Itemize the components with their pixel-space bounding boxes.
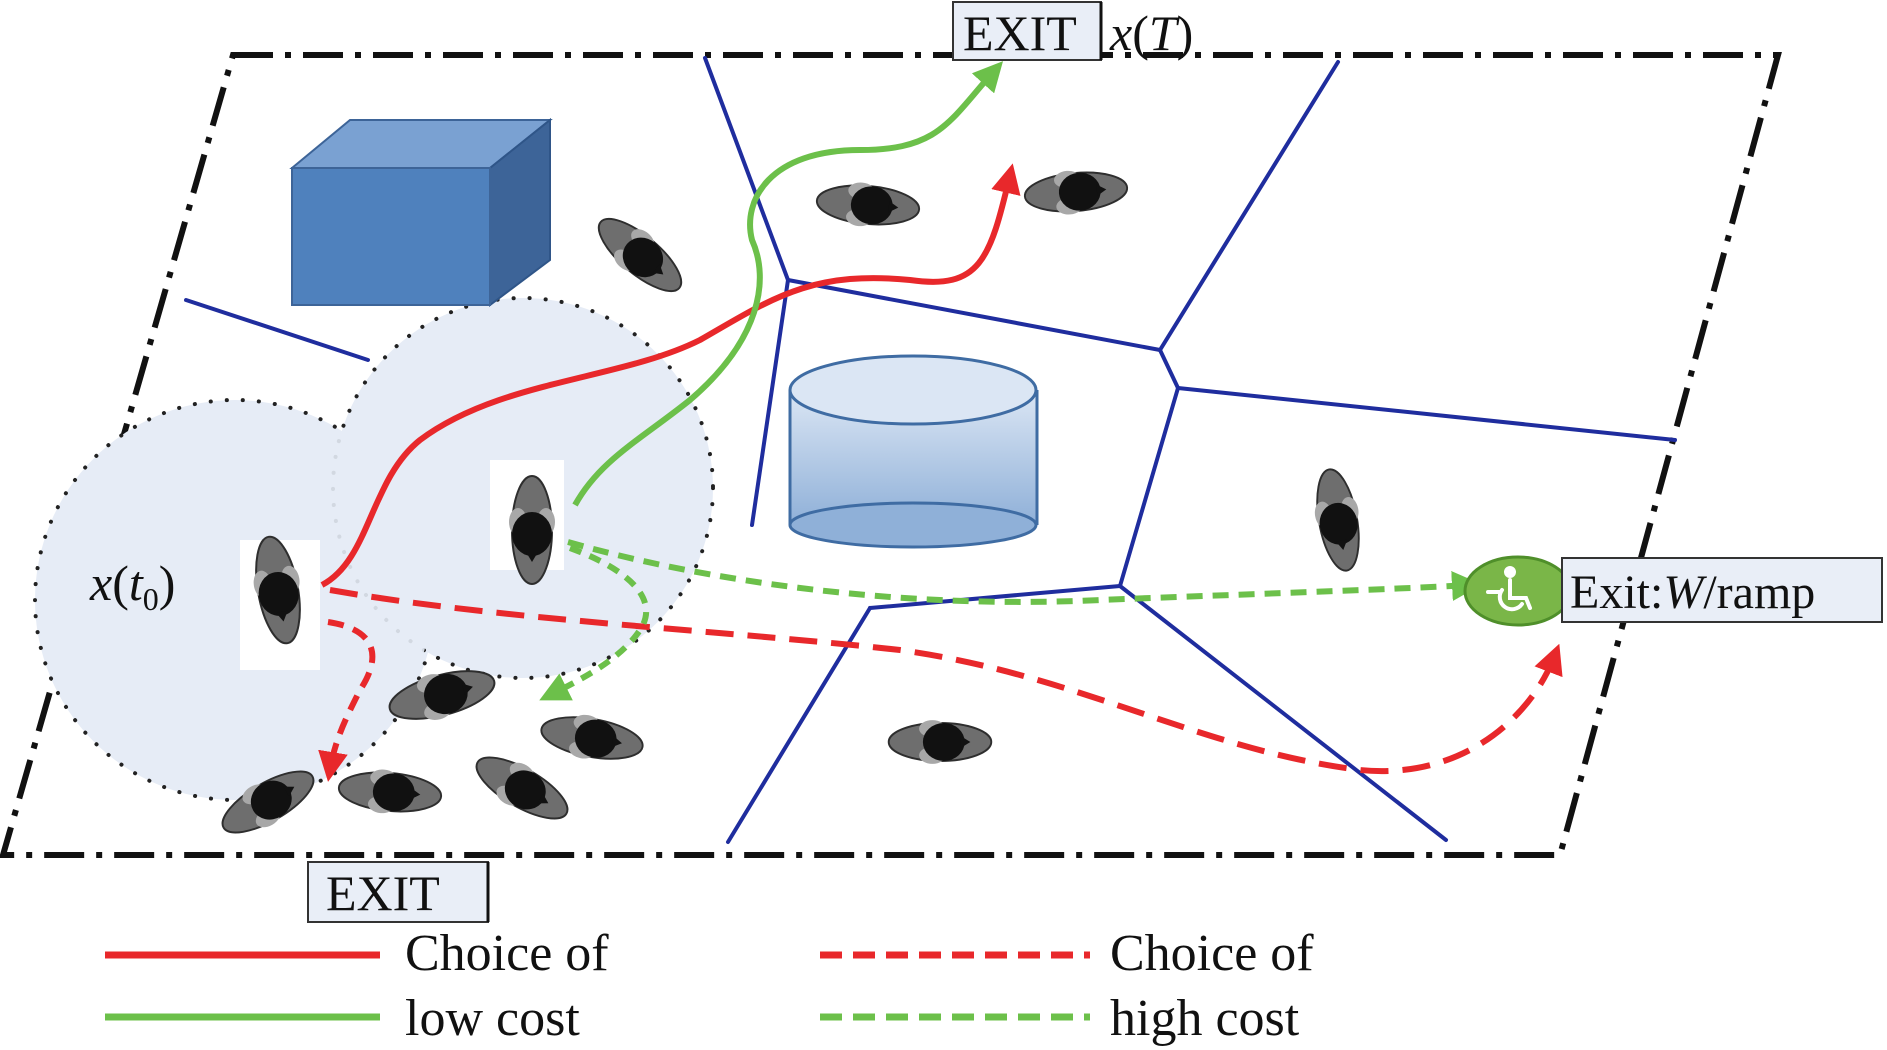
green-low-cost-path: [572, 61, 1004, 507]
x-T-arg: T: [1149, 5, 1180, 61]
green-high-cost-path-to-crowd: [539, 545, 649, 701]
wheelchair-icon: [1486, 566, 1532, 612]
legend-right-line1: Choice of: [1110, 925, 1314, 982]
x-T-paren-close: ): [1177, 5, 1194, 61]
x-t0-paren-close: ): [159, 555, 176, 611]
red-high-cost-path-to-bottom-exit: [318, 619, 376, 782]
x-t0-t: t: [129, 555, 144, 611]
cylinder-obstacle: [788, 354, 1039, 549]
x-t0-sub: 0: [143, 581, 159, 617]
crowd-zone-overlap: [39, 404, 431, 796]
x-T-var: x: [1109, 5, 1132, 61]
x-T-label: x(T): [1109, 5, 1193, 61]
ramp-exit-label: Exit:W/ramp: [1570, 566, 1815, 619]
bottom-exit: EXIT: [307, 861, 490, 923]
legend-left-line1: Choice of: [405, 925, 609, 982]
red-high-cost-path-to-ramp: [329, 587, 1563, 775]
top-exit-label: EXIT: [963, 5, 1077, 61]
x-t0-paren-open: (: [112, 555, 129, 611]
x-T-paren-open: (: [1132, 5, 1149, 61]
legend-right-line2: high cost: [1110, 990, 1300, 1047]
x-t0-var: x: [89, 555, 112, 611]
red-low-cost-path: [320, 163, 1021, 588]
box-obstacle: [289, 117, 553, 307]
top-exit: EXIT x(T): [952, 1, 1193, 61]
legend: Choice of low cost Choice of high cost: [105, 925, 1314, 1047]
green-high-cost-path-to-ramp: [567, 539, 1482, 605]
legend-left-line2: low cost: [405, 990, 580, 1047]
x-t0-label: x(t0): [89, 555, 175, 617]
ramp-exit: Exit:W/ramp: [1463, 555, 1883, 627]
ramp-exit-w: W: [1663, 566, 1707, 619]
ramp-exit-prefix: Exit:: [1570, 566, 1663, 619]
pedestrians: [211, 164, 1370, 848]
ramp-exit-suffix: /ramp: [1703, 566, 1815, 619]
bottom-exit-label: EXIT: [326, 865, 440, 921]
